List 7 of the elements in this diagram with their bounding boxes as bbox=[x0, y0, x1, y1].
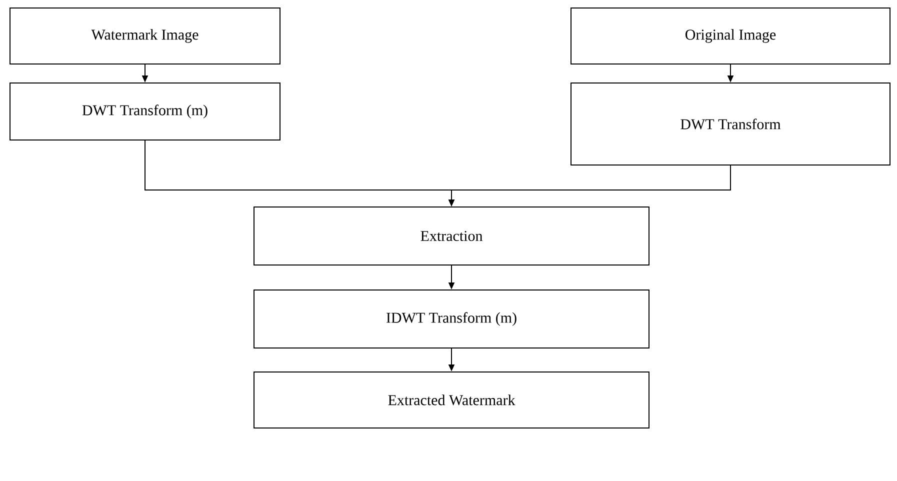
process-box: DWT Transform bbox=[570, 82, 890, 166]
process-box: IDWT Transform (m) bbox=[254, 290, 650, 348]
process-box: Watermark Image bbox=[10, 8, 280, 64]
process-box: Original Image bbox=[570, 8, 890, 64]
process-box: Extraction bbox=[254, 206, 650, 266]
process-box: Extracted Watermark bbox=[254, 372, 650, 428]
process-box: DWT Transform (m) bbox=[10, 82, 280, 140]
